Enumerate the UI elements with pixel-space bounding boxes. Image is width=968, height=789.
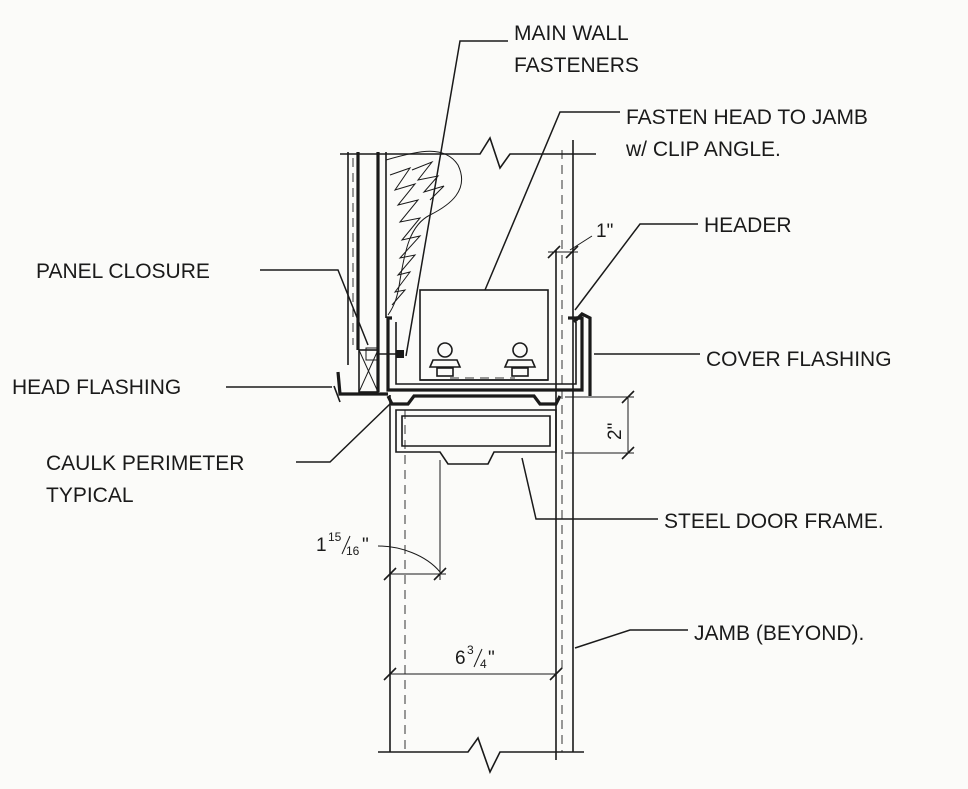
steel-door-frame-profile [386,394,562,465]
dim-jamb-width-whole: 6 [455,648,466,669]
main-wall-fastener [365,347,404,361]
label-steel-door-frame: STEEL DOOR FRAME. [664,510,884,533]
panel-closure-block [358,349,379,393]
leader-steel-door-frame [521,457,658,520]
label-fasten-head-line1: FASTEN HEAD TO JAMB [626,106,868,129]
dim-2-inch-text: 2" [605,423,626,440]
cover-flashing-piece [572,312,592,396]
dim-jamb-width-den: 4 [480,657,487,671]
head-flashing-piece [333,371,388,403]
leader-lines [226,40,700,649]
jamb-beyond [340,136,596,775]
leader-caulk [296,403,391,463]
dimension-2-inch: 2" [565,390,635,460]
dim-jamb-width-num: 3 [467,643,474,657]
label-cover-flashing: COVER FLASHING [706,348,892,371]
label-main-wall-line1: MAIN WALL [514,22,629,45]
wall-panel [347,152,387,392]
label-caulk-line2: TYPICAL [46,484,134,507]
dim-frame-depth-num: 15 [328,530,342,544]
leader-header [574,223,698,311]
dim-frame-depth-unit: " [362,535,369,556]
dim-frame-depth-den: 16 [346,544,360,558]
leader-main-wall-fasteners [405,40,508,357]
leader-fasten-head [484,111,620,291]
label-panel-closure: PANEL CLOSURE [36,260,210,283]
leader-jamb-beyond [574,629,688,649]
dim-jamb-width-unit: " [488,648,495,669]
label-main-wall-line2: FASTENERS [514,54,639,77]
dimension-jamb-width: 6 3 4 " [383,643,563,681]
clip-angle [419,289,549,381]
label-fasten-head-line2: w/ CLIP ANGLE. [625,138,781,161]
label-caulk-line1: CAULK PERIMETER [46,452,244,475]
clip-bolt-left [428,342,462,377]
label-jamb-beyond: JAMB (BEYOND). [694,622,864,645]
dimension-frame-depth: 1 15 16 " [316,460,447,581]
dim-1-inch-text: 1" [596,221,613,242]
label-head-flashing: HEAD FLASHING [12,376,181,399]
clip-bolt-right [503,342,537,377]
dim-frame-depth-whole: 1 [316,535,327,556]
dimension-1-inch: 1" [547,221,613,259]
label-header: HEADER [704,214,792,237]
leader-panel-closure [260,269,369,346]
